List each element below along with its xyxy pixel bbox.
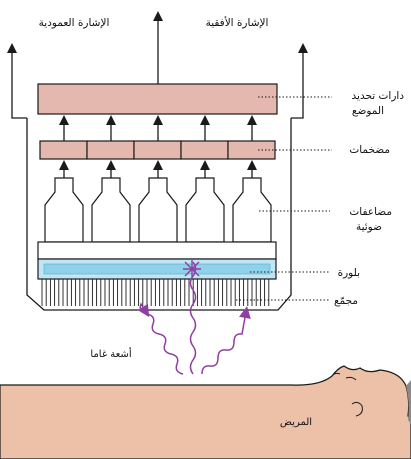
gamma-ray-left <box>137 302 184 375</box>
crystal-inner-band <box>43 263 271 275</box>
vertical-signal-label: الإشارة العمودية <box>39 17 110 29</box>
crystal-label: بلورة <box>338 267 360 279</box>
light-guide <box>37 241 277 260</box>
patient-label: المريض <box>280 417 312 428</box>
pmt-to-amplifier-arrows <box>59 160 257 178</box>
amplifiers-row <box>39 140 276 160</box>
collimator-label: مجمّع <box>334 295 358 307</box>
patient-ear <box>351 401 363 417</box>
patient-hair <box>406 380 411 424</box>
camera-housing <box>26 118 292 311</box>
label-leaders <box>236 96 332 301</box>
horizontal-signal-label: الإشارة الأفقية <box>206 16 269 29</box>
signal-output-lines <box>7 11 308 119</box>
photomultiplier-tubes <box>44 177 272 243</box>
photomultipliers-label-1: مضاعفات <box>349 206 392 218</box>
amplifiers-label: مضخمات <box>349 144 390 156</box>
gamma-ray-right <box>201 306 251 375</box>
position-circuits-block <box>37 83 278 115</box>
amplifier-to-circuit-arrows <box>59 115 257 141</box>
patient-face <box>331 372 357 381</box>
position-circuits-label-2: الموضع <box>352 105 384 117</box>
gamma-rays-label: أشعة غاما <box>90 347 131 360</box>
position-circuits-label-1: دارات تحديد <box>352 90 405 102</box>
photomultipliers-label-2: ضوئية <box>356 221 382 233</box>
patient-body <box>0 365 411 459</box>
collimator <box>41 279 270 306</box>
gamma-rays <box>137 261 251 375</box>
gamma-ray-vertical <box>189 261 197 375</box>
scintillation-flash <box>183 260 201 278</box>
